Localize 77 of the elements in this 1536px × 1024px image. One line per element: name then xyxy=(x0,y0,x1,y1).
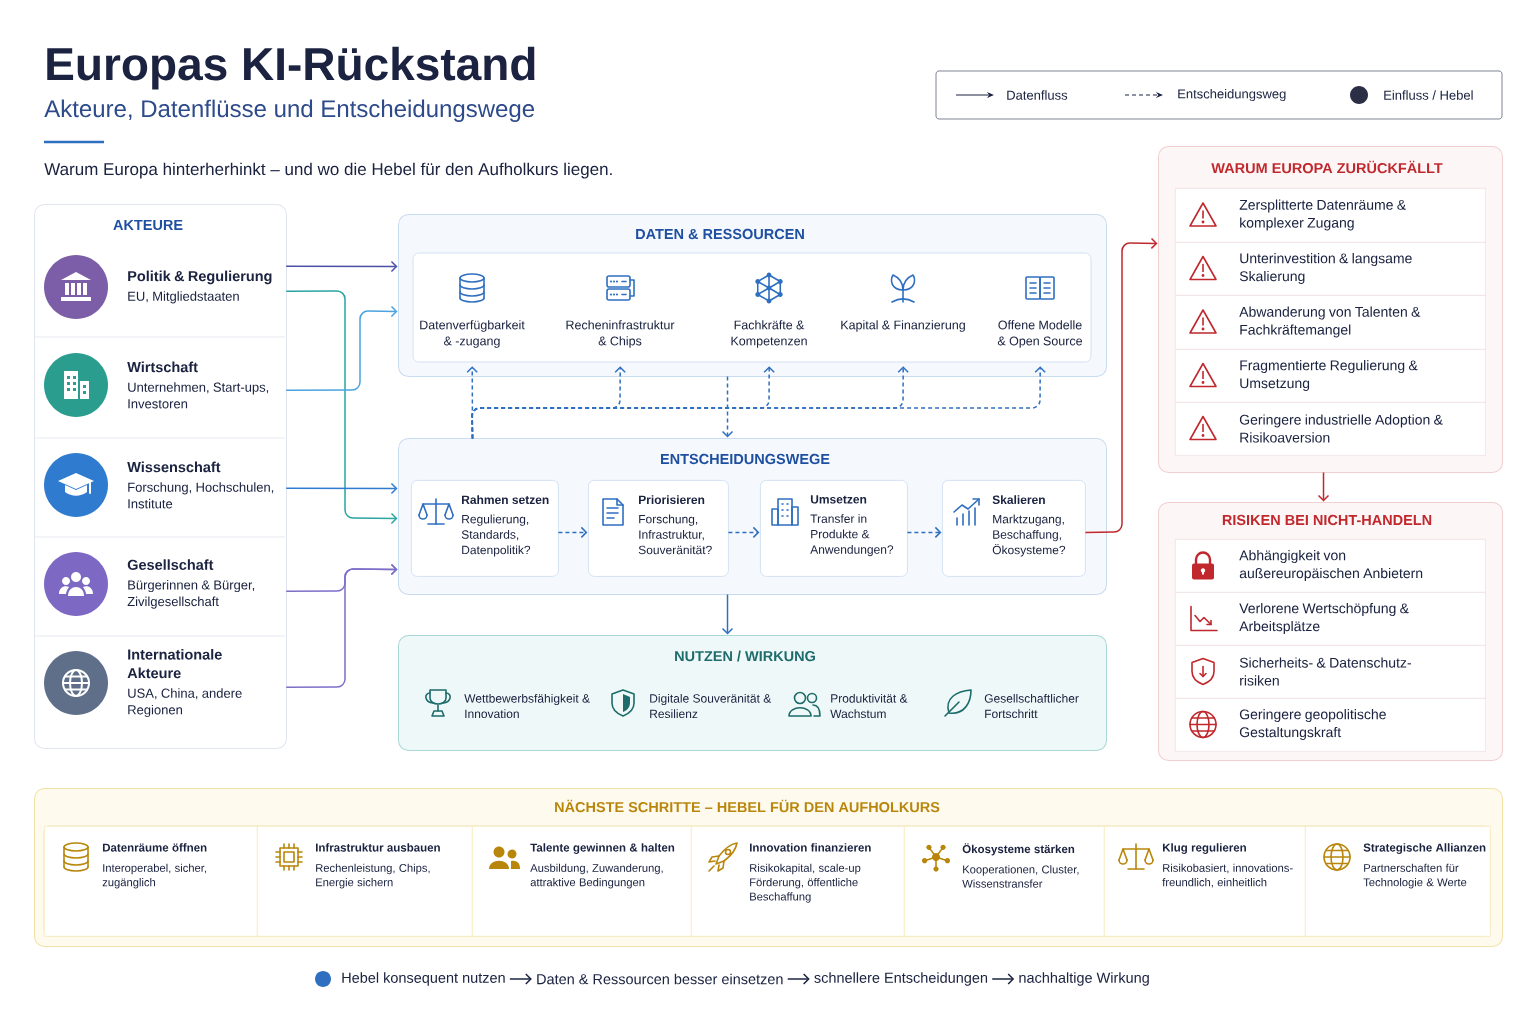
node-label: Produktivität & Wachstum xyxy=(830,693,908,719)
node-label: Recheninfrastruktur & Chips xyxy=(566,320,675,348)
arrow xyxy=(285,290,398,525)
arrow xyxy=(727,526,760,539)
actor-row: Wirtschaft Unternehmen, Start-ups, Investoren xyxy=(44,353,269,417)
actor-row: Internationale Akteure USA, China, andere Regionen xyxy=(44,649,242,717)
actor-row: Politik & Regulierung EU, Mitgliedstaaten xyxy=(44,255,272,319)
lever-card: Datenräume öffnen Interoperabel, sicher, zugänglich xyxy=(44,826,258,937)
arrow xyxy=(557,526,588,539)
node-label: Unternehmen, Start-ups, Investoren xyxy=(128,382,269,409)
list-row: Verlorene Wertschöpfung & Arbeitsplätze xyxy=(1175,592,1486,646)
intro-text: Warum Europa hinterherhinkt – und wo die Hebel für den Aufholkurs liegen. xyxy=(44,162,612,179)
resource-item: Datenverfügbarkeit & -zugang xyxy=(420,273,525,348)
resource-item: Offene Modelle & Open Source xyxy=(997,276,1083,348)
lever-card: Talente gewinnen & halten Ausbildung, Zuwanderung, attraktive Bedingungen xyxy=(472,826,692,937)
subtitle: Akteure, Datenflüsse und Entscheidungswege xyxy=(44,99,535,122)
benefit-item: Produktivität & Wachstum xyxy=(788,691,908,719)
arrow xyxy=(285,305,398,391)
list-row: Zersplitterte Datenräume & komplexer Zugang xyxy=(1175,188,1486,243)
resource-item: Kapital & Finanzierung xyxy=(841,274,965,332)
list-row: Abhängigkeit von außereuropäischen Anbietern xyxy=(1175,539,1486,593)
list-row: Geringere geopolitische Gestaltungskraft xyxy=(1175,698,1486,752)
legend-text: Einfluss / Hebel xyxy=(1384,90,1473,100)
title: Europas KI-Rückstand xyxy=(47,46,535,90)
benefit-item: Digitale Souveränität & Resilienz xyxy=(611,689,772,719)
actor-row: Wissenschaft Forschung, Hochschulen, Institute xyxy=(44,453,274,517)
lever-card: Klug regulieren Risikobasiert, innovations-freundlich, einheitlich xyxy=(1104,826,1306,937)
step-card: Skalieren Marktzugang, Beschaffung, Ökosysteme? xyxy=(942,480,1086,577)
lever-card: Infrastruktur ausbauen Rechenleistung, Chips, Energie sichern xyxy=(257,826,473,937)
actor-row: Gesellschaft Bürgerinnen & Bürger, Zivilgesellschaft xyxy=(44,552,255,616)
arrow xyxy=(721,593,734,635)
flow-text: Daten & Ressourcen besser einsetzen xyxy=(537,973,783,985)
list-row: Abwanderung von Talenten & Fachkräftemangel xyxy=(1175,295,1486,350)
list-row: Sicherheits- & Datenschutz-risiken xyxy=(1175,645,1486,699)
arrow xyxy=(991,973,1015,985)
arrow xyxy=(471,366,1046,440)
resource-item: Fachkräfte & Kompetenzen xyxy=(731,272,807,348)
node-label: EU, Mitgliedstaaten xyxy=(128,291,239,304)
arrow xyxy=(1084,237,1158,534)
node-label: Offene Modelle & Open Source xyxy=(997,320,1083,348)
lever-card: Innovation finanzieren Risikokapital, scale-up Förderung, öffentliche Beschaffung xyxy=(691,826,905,937)
arrow xyxy=(786,973,810,985)
node-label: Forschung, Hochschulen, Institute xyxy=(128,482,274,509)
list-row: Fragmentierte Regulierung & Umsetzung xyxy=(1175,349,1486,403)
node-label: Internationale Akteure xyxy=(127,648,222,679)
node-label: Datenverfügbarkeit & -zugang xyxy=(420,320,525,348)
arrow xyxy=(285,482,398,495)
list-row: Unterinvestition & langsame Skalierung xyxy=(1175,242,1486,296)
legend-text: Datenfluss xyxy=(1007,90,1068,100)
step-card: Rahmen setzen Regulierung, Standards, Datenpolitik? xyxy=(411,480,559,577)
step-card: Priorisieren Forschung, Infrastruktur, Souveränität? xyxy=(588,480,729,577)
node-label: Wettbewerbsfähigkeit & Innovation xyxy=(464,693,590,719)
lever-card: Strategische Allianzen Partnerschaften für Technologie & Werte xyxy=(1305,826,1491,937)
arrow xyxy=(285,260,398,273)
list-row: Geringere industrielle Adoption & Risikoaversion xyxy=(1175,402,1486,456)
arrow xyxy=(721,375,734,438)
node-label: Gesellschaft xyxy=(127,559,214,570)
arrow xyxy=(906,526,942,539)
flow-text: Hebel konsequent nutzen xyxy=(342,972,505,986)
flow-text: nachhaltige Wirkung xyxy=(1019,972,1149,986)
legend-text: Entscheidungsweg xyxy=(1178,88,1286,102)
lever-card: Ökosysteme stärken Kooperationen, Cluster, Wissenstransfer xyxy=(904,826,1105,937)
node-label: Bürgerinnen & Bürger, Zivilgesellschaft xyxy=(127,579,255,609)
node-label: Politik & Regulierung xyxy=(128,270,272,285)
arrow xyxy=(509,973,532,985)
benefit-item: Wettbewerbsfähigkeit & Innovation xyxy=(425,689,590,719)
benefit-item: Gesellschaftlicher Fortschritt xyxy=(944,689,1079,719)
step-card: Umsetzen Transfer in Produkte & Anwendungen? xyxy=(760,480,908,577)
resource-item: Recheninfrastruktur & Chips xyxy=(566,275,675,348)
arrow xyxy=(1317,471,1330,502)
node-label: Wirtschaft xyxy=(127,361,198,373)
node-label: USA, China, andere Regionen xyxy=(128,688,242,717)
node-label: Wissenschaft xyxy=(127,461,221,473)
node-label: Fachkräfte & Kompetenzen xyxy=(731,320,807,348)
node-label: Digitale Souveränität & Resilienz xyxy=(650,693,772,719)
arrow xyxy=(285,563,398,688)
flow-text: schnellere Entscheidungen xyxy=(814,972,988,986)
